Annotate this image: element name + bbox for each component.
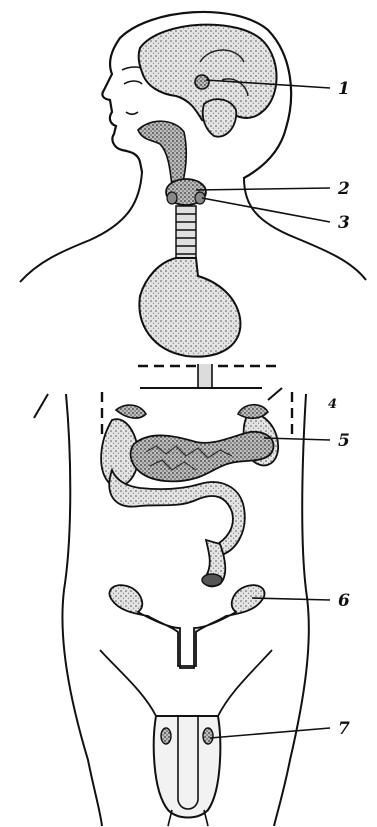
pituitary-gland <box>195 75 209 89</box>
callout-1: 1 <box>338 79 350 99</box>
intestine-opening <box>202 574 222 586</box>
callout-3: 3 <box>338 213 350 233</box>
callout-5: 5 <box>338 431 350 451</box>
trachea <box>176 206 196 262</box>
callout-2: 2 <box>337 179 350 199</box>
thymus-gland <box>139 258 240 357</box>
duodenum <box>109 470 244 556</box>
testis-right <box>203 728 213 744</box>
uterus-ovaries <box>109 585 264 668</box>
testis-left <box>161 728 171 744</box>
pharynx <box>138 121 186 186</box>
callout-7: 7 <box>338 719 350 739</box>
esophagus <box>198 364 212 388</box>
callout-6: 6 <box>338 591 350 611</box>
pelvis-outline <box>100 650 272 716</box>
thyroid-gland <box>166 179 206 205</box>
pancreas <box>131 432 274 482</box>
callout-4: 4 <box>328 397 337 412</box>
